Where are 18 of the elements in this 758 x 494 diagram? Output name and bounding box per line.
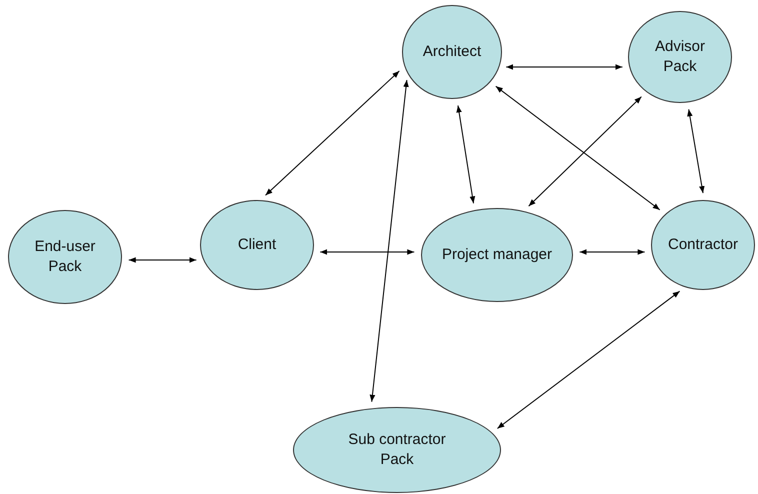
node-label: Project manager bbox=[442, 245, 552, 265]
double-arrow bbox=[496, 290, 680, 429]
double-arrow bbox=[506, 64, 623, 70]
double-arrow bbox=[528, 96, 642, 207]
node-label: Advisor Pack bbox=[654, 37, 706, 77]
node-label: Contractor bbox=[668, 235, 738, 255]
double-arrow bbox=[456, 105, 476, 204]
double-arrow bbox=[320, 249, 415, 255]
node-label: End-user Pack bbox=[34, 237, 96, 277]
double-arrow bbox=[128, 257, 197, 263]
node-label: Architect bbox=[422, 42, 482, 62]
node-label: Client bbox=[238, 235, 276, 255]
double-arrow bbox=[687, 108, 705, 194]
double-arrow bbox=[579, 249, 646, 255]
double-arrow bbox=[495, 86, 660, 210]
double-arrow bbox=[370, 80, 409, 402]
double-arrow bbox=[265, 70, 400, 196]
node-label: Sub contractor Pack bbox=[347, 430, 447, 470]
